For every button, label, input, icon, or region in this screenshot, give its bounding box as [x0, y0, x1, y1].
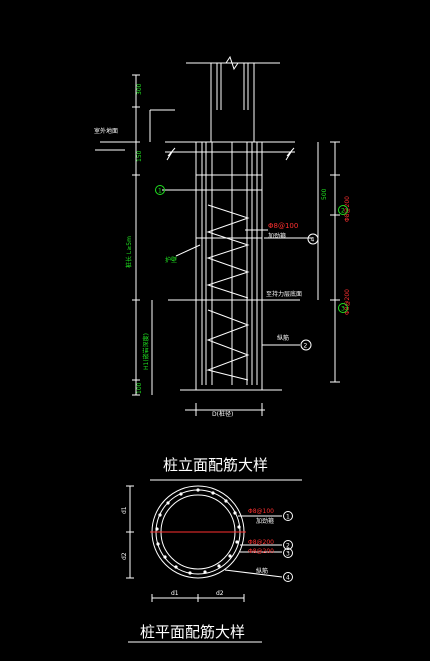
- plan-label-stiffener: 加劲箍: [256, 517, 274, 525]
- plan-labels: Φ8@100 加劲箍 Φ8@200 Φ8@200 纵筋 1 2 3 4 d1 d…: [121, 506, 293, 597]
- tag-3-label: 3: [341, 306, 345, 313]
- rebar-bottom-label: Φ8@200: [344, 289, 351, 315]
- plan-title: 桩平面配筋大样: [140, 623, 245, 641]
- wall-label: 护壁: [165, 256, 177, 264]
- plan-dim-d2: d2: [121, 552, 128, 560]
- plan-tag-1-circle: [283, 511, 293, 521]
- plan-tag-2: 2: [286, 543, 290, 550]
- elevation-green-marks: 300 150 500 桩长 L≥5m H1(嵌岩深度) 100 护壁 室外地面…: [94, 83, 348, 394]
- plan-dim-d3: d1: [171, 590, 179, 597]
- tag-2-circle: [338, 205, 348, 215]
- dim-embed-label: H1(嵌岩深度): [142, 333, 150, 370]
- tag-2b-circle: [300, 339, 312, 351]
- spiral-label: Φ8@100: [268, 222, 298, 230]
- plan-label-main2: Φ8@200: [248, 548, 274, 555]
- tag-4-circle: [307, 233, 319, 245]
- break-mark-right: [285, 147, 295, 161]
- column-rebars: [216, 63, 249, 110]
- tag-2b-label: 2: [304, 343, 308, 350]
- bearing-layer-label: 至持力层底面: [266, 290, 302, 298]
- plan-label-bars: 纵筋: [256, 567, 268, 575]
- dim-bottom-label: 100: [136, 382, 143, 394]
- dim-diameter-label: D(桩径): [212, 410, 233, 418]
- tag-4-label: 4: [311, 237, 315, 244]
- dim-left-ticks: [132, 74, 140, 396]
- dim-cap-label: 500: [321, 188, 328, 200]
- dim-right-ticks: [330, 141, 340, 383]
- plan-tag-3-circle: [283, 548, 293, 558]
- plan-leader-4: [224, 569, 283, 578]
- plan-view: [126, 485, 283, 602]
- plan-label-stirrup: Φ8@100: [248, 508, 274, 515]
- plan-tag-1: 1: [286, 514, 290, 521]
- elevation-title: 桩立面配筋大样: [163, 456, 268, 474]
- plan-tag-4: 4: [286, 575, 290, 582]
- elevation-white-marks: 加劲箍 至持力层底面 纵筋 4 2 D(桩径): [212, 232, 319, 418]
- dim-top-label: 300: [136, 83, 143, 95]
- spiral-stirrup-upper: [206, 204, 250, 299]
- plan-dim-d4: d2: [216, 590, 224, 597]
- plan-rebar-dots: [155, 488, 241, 575]
- tag-1-label: 1: [158, 188, 162, 195]
- ground-label: 室外地面: [94, 127, 118, 135]
- tag-2-label: 2: [341, 208, 345, 215]
- tag-1-circle: [155, 185, 165, 195]
- pile-main-bars: [201, 142, 258, 385]
- leader-wall: [175, 244, 201, 257]
- plan-tag-4-circle: [283, 572, 293, 582]
- plan-dim-d1: d1: [121, 506, 128, 514]
- column-break-symbol: [225, 55, 239, 71]
- dim-pile-length-label: 桩长 L≥5m: [125, 236, 133, 268]
- break-mark-left: [166, 147, 176, 161]
- plan-label-main1: Φ8@200: [248, 539, 274, 546]
- dim-collar-label: 150: [136, 150, 143, 162]
- plan-tag-2-circle: [283, 540, 293, 550]
- main-bar-label: 纵筋: [277, 334, 289, 342]
- spiral-stirrup-lower: [206, 309, 250, 381]
- stiffener-label: 加劲箍: [268, 232, 286, 240]
- plan-tag-3: 3: [286, 551, 290, 558]
- elevation-view: [95, 55, 340, 416]
- tag-3-circle: [338, 303, 348, 313]
